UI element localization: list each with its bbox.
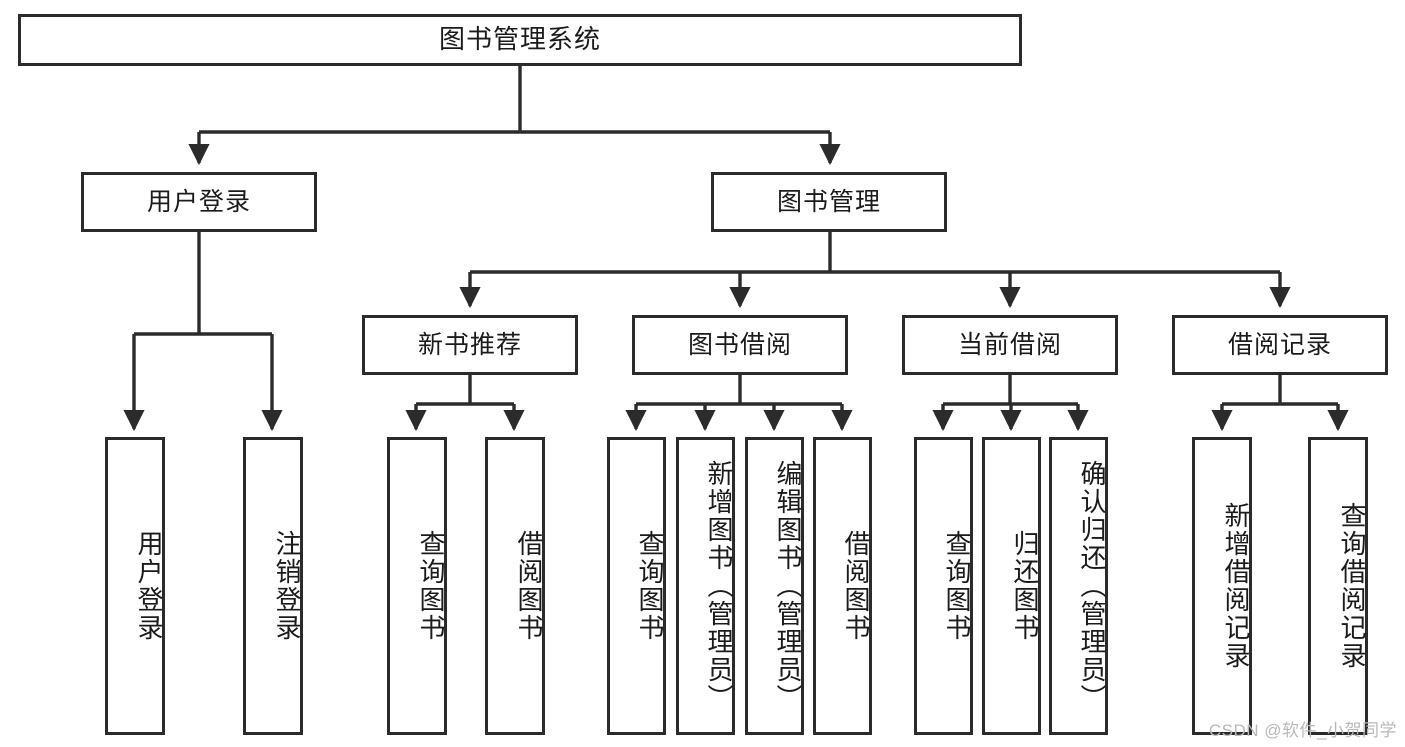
node-leaf-user-login[interactable]: 用户登录 [105, 437, 165, 735]
node-user-login[interactable]: 用户登录 [81, 172, 317, 232]
node-current-borrow[interactable]: 当前借阅 [902, 315, 1118, 375]
node-label: 图书管理 [776, 187, 881, 216]
node-label: 新增图书（管理员） [704, 460, 734, 712]
node-label: 查询图书 [942, 530, 972, 642]
node-leaf-query-book-3[interactable]: 查询图书 [914, 437, 973, 735]
node-leaf-return-book[interactable]: 归还图书 [982, 437, 1041, 735]
node-leaf-edit-book[interactable]: 编辑图书（管理员） [745, 437, 804, 735]
node-label: 图书管理系统 [438, 24, 601, 55]
node-borrow-record[interactable]: 借阅记录 [1172, 315, 1388, 375]
node-leaf-borrow-book-2[interactable]: 借阅图书 [813, 437, 872, 735]
node-leaf-borrow-book-1[interactable]: 借阅图书 [485, 437, 545, 735]
node-label: 注销登录 [272, 530, 302, 642]
node-leaf-confirm-return[interactable]: 确认归还（管理员） [1049, 437, 1108, 735]
node-label: 当前借阅 [957, 330, 1062, 359]
node-label: 图书借阅 [687, 330, 792, 359]
node-new-book-recommend[interactable]: 新书推荐 [362, 315, 578, 375]
node-leaf-query-book-1[interactable]: 查询图书 [387, 437, 447, 735]
node-leaf-add-record[interactable]: 新增借阅记录 [1192, 437, 1252, 735]
node-leaf-logout[interactable]: 注销登录 [243, 437, 303, 735]
node-label: 归还图书 [1010, 530, 1040, 642]
node-book-manage[interactable]: 图书管理 [711, 172, 947, 232]
node-label: 用户登录 [146, 187, 251, 216]
node-label: 查询图书 [416, 530, 446, 642]
node-root-book-management-system[interactable]: 图书管理系统 [18, 14, 1022, 66]
node-leaf-add-book[interactable]: 新增图书（管理员） [676, 437, 735, 735]
node-leaf-query-book-2[interactable]: 查询图书 [607, 437, 666, 735]
node-label: 新书推荐 [417, 330, 522, 359]
node-label: 用户登录 [134, 530, 164, 642]
node-label: 借阅记录 [1227, 330, 1332, 359]
node-label: 查询图书 [635, 530, 665, 642]
node-label: 查询借阅记录 [1337, 502, 1367, 670]
node-book-borrow[interactable]: 图书借阅 [632, 315, 848, 375]
node-label: 确认归还（管理员） [1077, 460, 1107, 712]
node-label: 编辑图书（管理员） [773, 460, 803, 712]
node-leaf-query-record[interactable]: 查询借阅记录 [1308, 437, 1368, 735]
csdn-watermark: CSDN @软件_小贺同学 [1208, 721, 1397, 740]
node-label: 借阅图书 [841, 530, 871, 642]
node-label: 新增借阅记录 [1221, 502, 1251, 670]
node-label: 借阅图书 [514, 530, 544, 642]
